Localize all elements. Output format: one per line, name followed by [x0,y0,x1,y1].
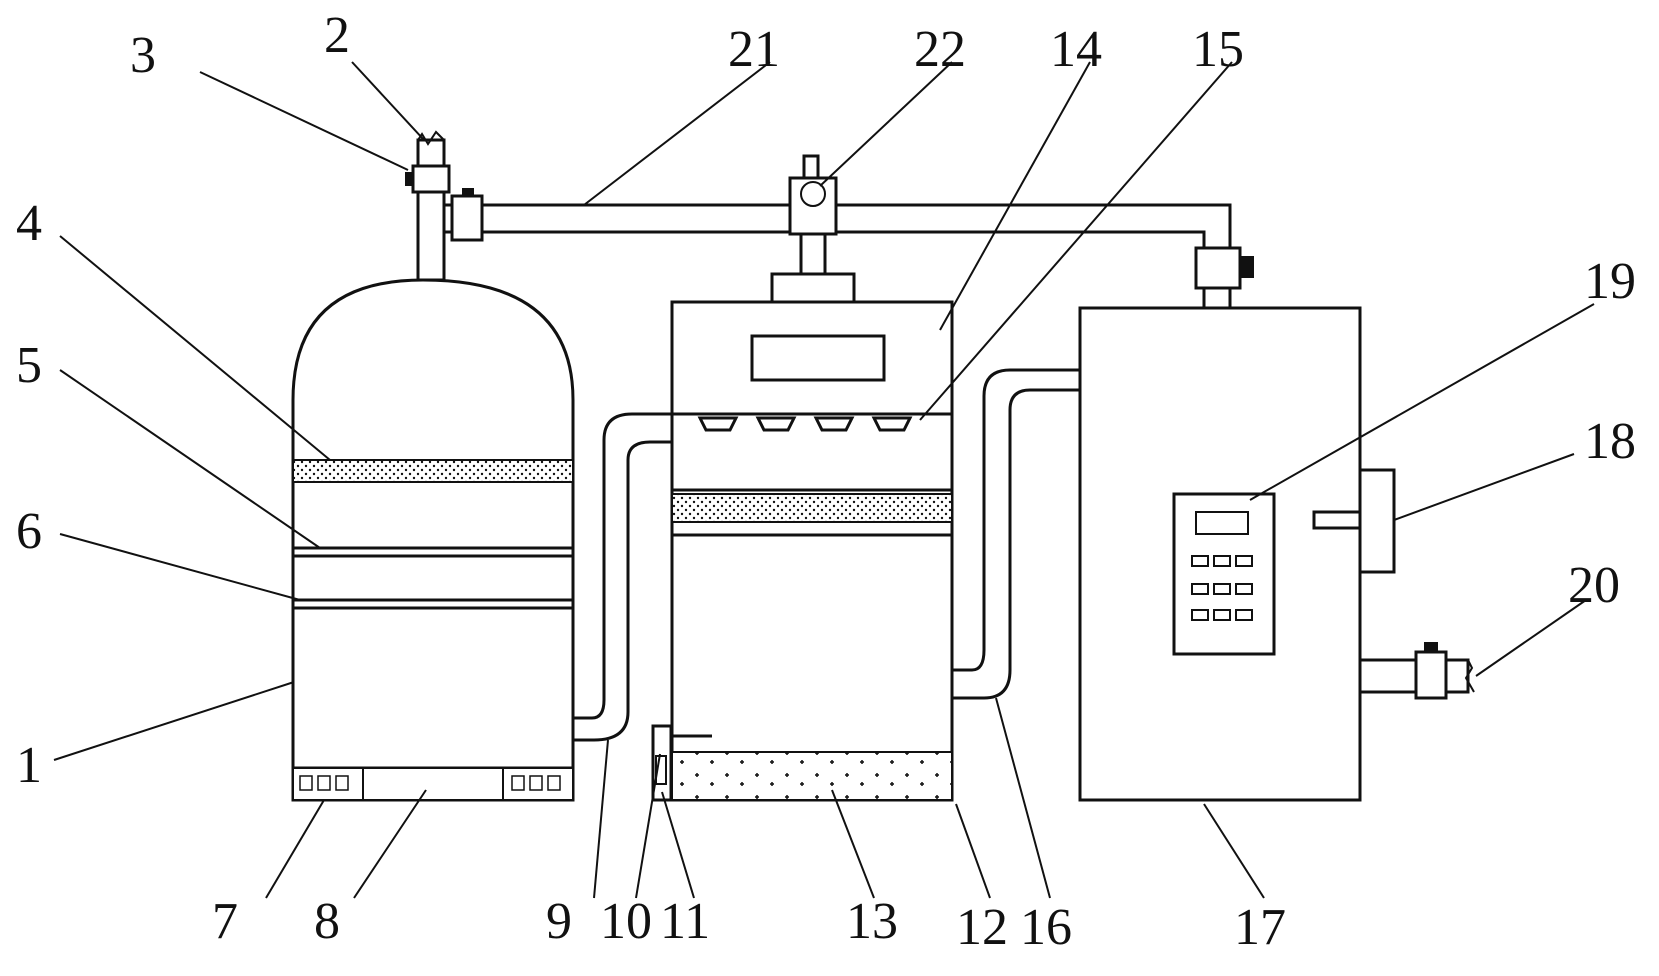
sediment-13 [671,751,953,801]
inlet-pipe-2 [405,130,451,282]
label-4: 4 [16,195,42,252]
label-19: 19 [1584,253,1636,310]
label-21: 21 [728,21,780,78]
tank-12 [651,300,954,802]
valve-11 [655,755,667,785]
label-18: 18 [1584,413,1636,470]
nozzle-15 [697,416,739,432]
label-5: 5 [16,337,42,394]
label-20: 20 [1568,557,1620,614]
number-labels: 3 2 21 22 14 15 4 5 6 1 7 8 9 10 11 13 1… [16,7,1636,956]
pipe-16 [952,368,1080,672]
label-9: 9 [546,893,572,950]
label-8: 8 [314,893,340,950]
leader-lines [53,61,1595,899]
foot-7b [502,767,574,801]
tank-1 [291,278,575,802]
label-10: 10 [600,893,652,950]
label-7: 7 [212,893,238,950]
label-17: 17 [1234,899,1286,956]
top-pipe-21 [442,188,1254,310]
display-14 [750,334,886,382]
pipe-9 [573,412,672,720]
label-16: 16 [1020,899,1072,956]
label-12: 12 [956,899,1008,956]
label-1: 1 [16,737,42,794]
valve-3 [411,164,451,194]
label-13: 13 [846,893,898,950]
label-2: 2 [324,7,350,64]
label-11: 11 [660,893,710,950]
label-6: 6 [16,503,42,560]
handle-18 [1358,468,1396,574]
pump-22 [770,154,856,304]
label-15: 15 [1192,21,1244,78]
control-panel-19 [1172,492,1276,656]
label-14: 14 [1050,21,1102,78]
foot-7 [292,767,364,801]
outlet-pipe-20 [1358,658,1470,694]
label-22: 22 [914,21,966,78]
label-3: 3 [130,27,156,84]
filter-layer-4 [292,459,574,483]
base-8 [362,767,504,801]
cabinet-17 [1078,306,1475,802]
